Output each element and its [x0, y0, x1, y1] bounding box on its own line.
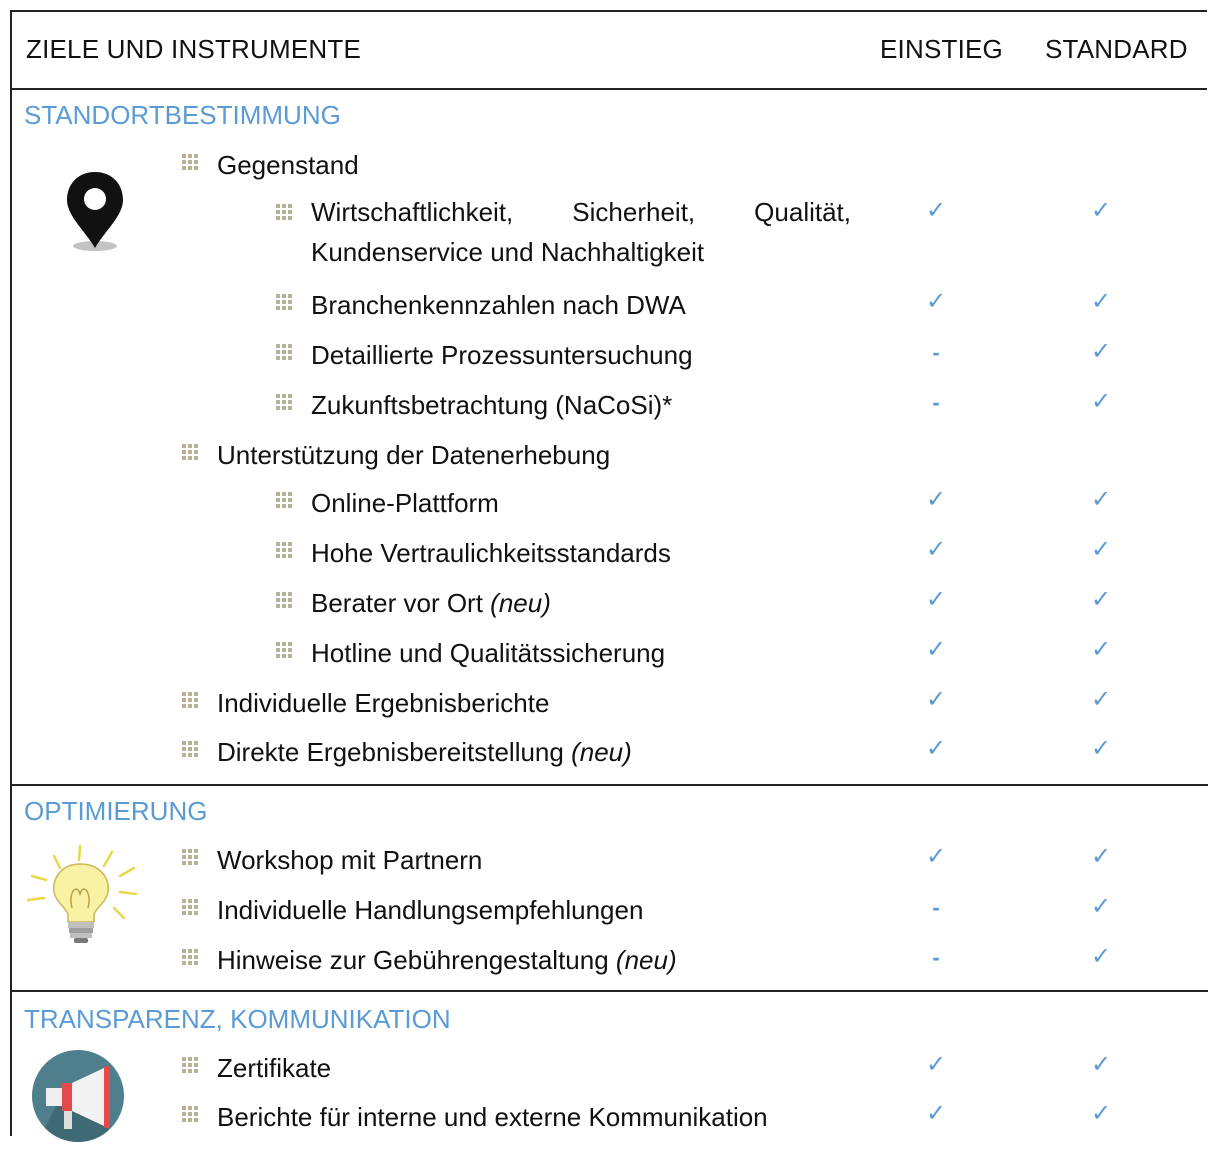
- header-title: ZIELE UND INSTRUMENTE: [26, 34, 362, 64]
- bullet-icon: [276, 492, 292, 508]
- check-einstieg: ✓: [925, 1051, 947, 1078]
- bullet-icon: [182, 444, 198, 460]
- bullet-icon: [182, 899, 198, 915]
- divider: [10, 785, 12, 991]
- check-standard: ✓: [1090, 486, 1112, 513]
- check-einstieg: ✓: [925, 686, 947, 713]
- check-einstieg: ✓: [925, 486, 947, 513]
- check-standard: ✓: [1090, 686, 1112, 713]
- check-einstieg: ✓: [925, 735, 947, 762]
- bullet-icon: [182, 692, 198, 708]
- map-pin-icon: [60, 168, 130, 258]
- bullet-icon: [182, 1057, 198, 1073]
- bullet-icon: [182, 949, 198, 965]
- bullet-icon: [276, 394, 292, 410]
- check-standard: ✓: [1090, 338, 1112, 365]
- bullet-icon: [276, 294, 292, 310]
- bullet-icon: [276, 642, 292, 658]
- dash-einstieg: -: [932, 390, 940, 415]
- check-standard: ✓: [1090, 388, 1112, 415]
- check-einstieg: ✓: [925, 843, 947, 870]
- bullet-icon: [182, 849, 198, 865]
- divider: [10, 991, 12, 1136]
- header-einstieg: EINSTIEG: [880, 34, 1003, 64]
- divider: [10, 990, 1208, 992]
- check-einstieg: ✓: [925, 636, 947, 663]
- check-standard: ✓: [1090, 288, 1112, 315]
- section-title-transparenz: TRANSPARENZ, KOMMUNIKATION: [24, 1004, 451, 1034]
- check-standard: ✓: [1090, 1100, 1112, 1127]
- check-einstieg: ✓: [925, 1100, 947, 1127]
- feature-comparison-table: ZIELE UND INSTRUMENTE EINSTIEG STANDARD …: [10, 10, 1208, 1145]
- check-standard: ✓: [1090, 586, 1112, 613]
- check-einstieg: ✓: [925, 197, 947, 224]
- check-standard: ✓: [1090, 893, 1112, 920]
- check-standard: ✓: [1090, 843, 1112, 870]
- bullet-icon: [182, 154, 198, 170]
- check-einstieg: ✓: [925, 586, 947, 613]
- section-title-standort: STANDORTBESTIMMUNG: [24, 100, 341, 130]
- check-einstieg: ✓: [925, 288, 947, 315]
- check-standard: ✓: [1090, 536, 1112, 563]
- bullet-icon: [276, 204, 292, 220]
- check-standard: ✓: [1090, 735, 1112, 762]
- header-standard: STANDARD: [1045, 34, 1188, 64]
- check-standard: ✓: [1090, 636, 1112, 663]
- dash-einstieg: -: [932, 895, 940, 920]
- bullet-icon: [276, 542, 292, 558]
- divider: [10, 784, 1208, 786]
- bullet-icon: [182, 741, 198, 757]
- check-standard: ✓: [1090, 197, 1112, 224]
- section-title-optimierung: OPTIMIERUNG: [24, 796, 208, 826]
- dash-einstieg: -: [932, 340, 940, 365]
- divider: [10, 90, 12, 785]
- bullet-icon: [276, 592, 292, 608]
- check-standard: ✓: [1090, 1051, 1112, 1078]
- lightbulb-icon: [24, 842, 144, 957]
- bullet-icon: [276, 344, 292, 360]
- check-einstieg: ✓: [925, 536, 947, 563]
- megaphone-icon: [24, 1050, 132, 1147]
- check-standard: ✓: [1090, 943, 1112, 970]
- table-header: ZIELE UND INSTRUMENTE EINSTIEG STANDARD: [10, 10, 1207, 90]
- bullet-icon: [182, 1106, 198, 1122]
- dash-einstieg: -: [932, 945, 940, 970]
